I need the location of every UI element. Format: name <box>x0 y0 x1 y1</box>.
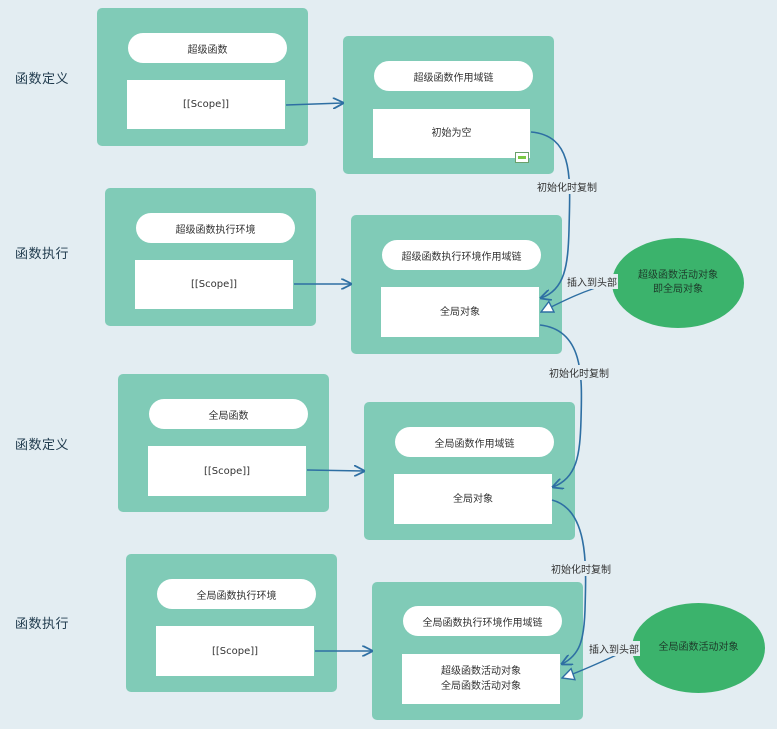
global-function-scope: [[Scope]] <box>148 446 306 496</box>
global-function-scope-text: [[Scope]] <box>203 465 251 477</box>
global-activation-object-ellipse[interactable]: 全局函数活动对象 <box>632 603 765 693</box>
super-exec-scope-chain-body: 全局对象 <box>381 287 539 337</box>
row-1-label: 函数定义 <box>15 72 70 87</box>
edge-label-insert-1: 插入到头部 <box>566 274 618 289</box>
row-2-label: 函数执行 <box>15 247 70 262</box>
edge-row1-scope-to-chain <box>285 103 343 105</box>
super-function-panel[interactable]: 超级函数 [[Scope]] <box>97 8 308 146</box>
global-exec-env-title: 全局函数执行环境 <box>157 579 316 609</box>
super-exec-env-panel[interactable]: 超级函数执行环境 [[Scope]] <box>105 188 316 326</box>
global-activation-object-line-1: 全局函数活动对象 <box>658 642 739 653</box>
global-scope-chain-body: 全局对象 <box>394 474 552 524</box>
global-exec-scope-chain-item-1: 超级函数活动对象 <box>441 666 521 677</box>
global-exec-scope-chain-panel[interactable]: 全局函数执行环境作用域链 超级函数活动对象 全局函数活动对象 <box>372 582 583 720</box>
global-scope-chain-item-1: 全局对象 <box>453 493 493 505</box>
super-exec-scope-chain-item-1: 全局对象 <box>440 306 480 318</box>
super-scope-chain-panel[interactable]: 超级函数作用域链 初始为空 <box>343 36 554 174</box>
global-exec-env-panel[interactable]: 全局函数执行环境 [[Scope]] <box>126 554 337 692</box>
collapse-icon[interactable] <box>515 152 529 163</box>
edge-label-copy-1: 初始化时复制 <box>536 179 598 194</box>
super-activation-object-line-2: 即全局对象 <box>653 284 703 295</box>
global-scope-chain-title: 全局函数作用域链 <box>395 427 554 457</box>
super-activation-object-ellipse[interactable]: 超级函数活动对象 即全局对象 <box>612 238 744 328</box>
super-exec-env-title: 超级函数执行环境 <box>136 213 295 243</box>
super-scope-chain-item-1: 初始为空 <box>431 128 472 139</box>
super-scope-chain-body: 初始为空 <box>373 109 530 158</box>
global-exec-scope-chain-body: 超级函数活动对象 全局函数活动对象 <box>402 654 560 704</box>
super-exec-scope-chain-panel[interactable]: 超级函数执行环境作用域链 全局对象 <box>351 215 562 354</box>
edge-label-copy-3: 初始化时复制 <box>550 561 612 576</box>
edge-label-copy-2: 初始化时复制 <box>548 365 610 380</box>
super-exec-env-scope: [[Scope]] <box>135 260 293 309</box>
global-scope-chain-panel[interactable]: 全局函数作用域链 全局对象 <box>364 402 575 540</box>
super-function-scope-text: [[Scope]] <box>182 99 230 110</box>
super-function-scope: [[Scope]] <box>127 80 285 129</box>
global-exec-scope-chain-title: 全局函数执行环境作用域链 <box>403 606 562 636</box>
row-4-label: 函数执行 <box>15 617 70 632</box>
global-exec-scope-chain-item-2: 全局函数活动对象 <box>441 681 521 692</box>
edge-copy-3 <box>551 499 587 664</box>
super-function-title: 超级函数 <box>128 33 287 63</box>
global-exec-env-scope: [[Scope]] <box>156 626 314 676</box>
super-activation-object-line-1: 超级函数活动对象 <box>638 270 718 281</box>
super-exec-env-scope-text: [[Scope]] <box>190 279 238 290</box>
edge-row3-scope-to-chain <box>306 470 364 471</box>
super-scope-chain-title: 超级函数作用域链 <box>374 61 533 91</box>
global-function-panel[interactable]: 全局函数 [[Scope]] <box>118 374 329 512</box>
global-exec-env-scope-text: [[Scope]] <box>211 645 259 657</box>
row-3-label: 函数定义 <box>15 438 70 453</box>
global-function-title: 全局函数 <box>149 399 308 429</box>
edge-copy-2 <box>539 324 583 487</box>
super-exec-scope-chain-title: 超级函数执行环境作用域链 <box>382 240 541 270</box>
edge-label-insert-2: 插入到头部 <box>588 641 640 656</box>
edge-copy-1 <box>530 131 571 298</box>
